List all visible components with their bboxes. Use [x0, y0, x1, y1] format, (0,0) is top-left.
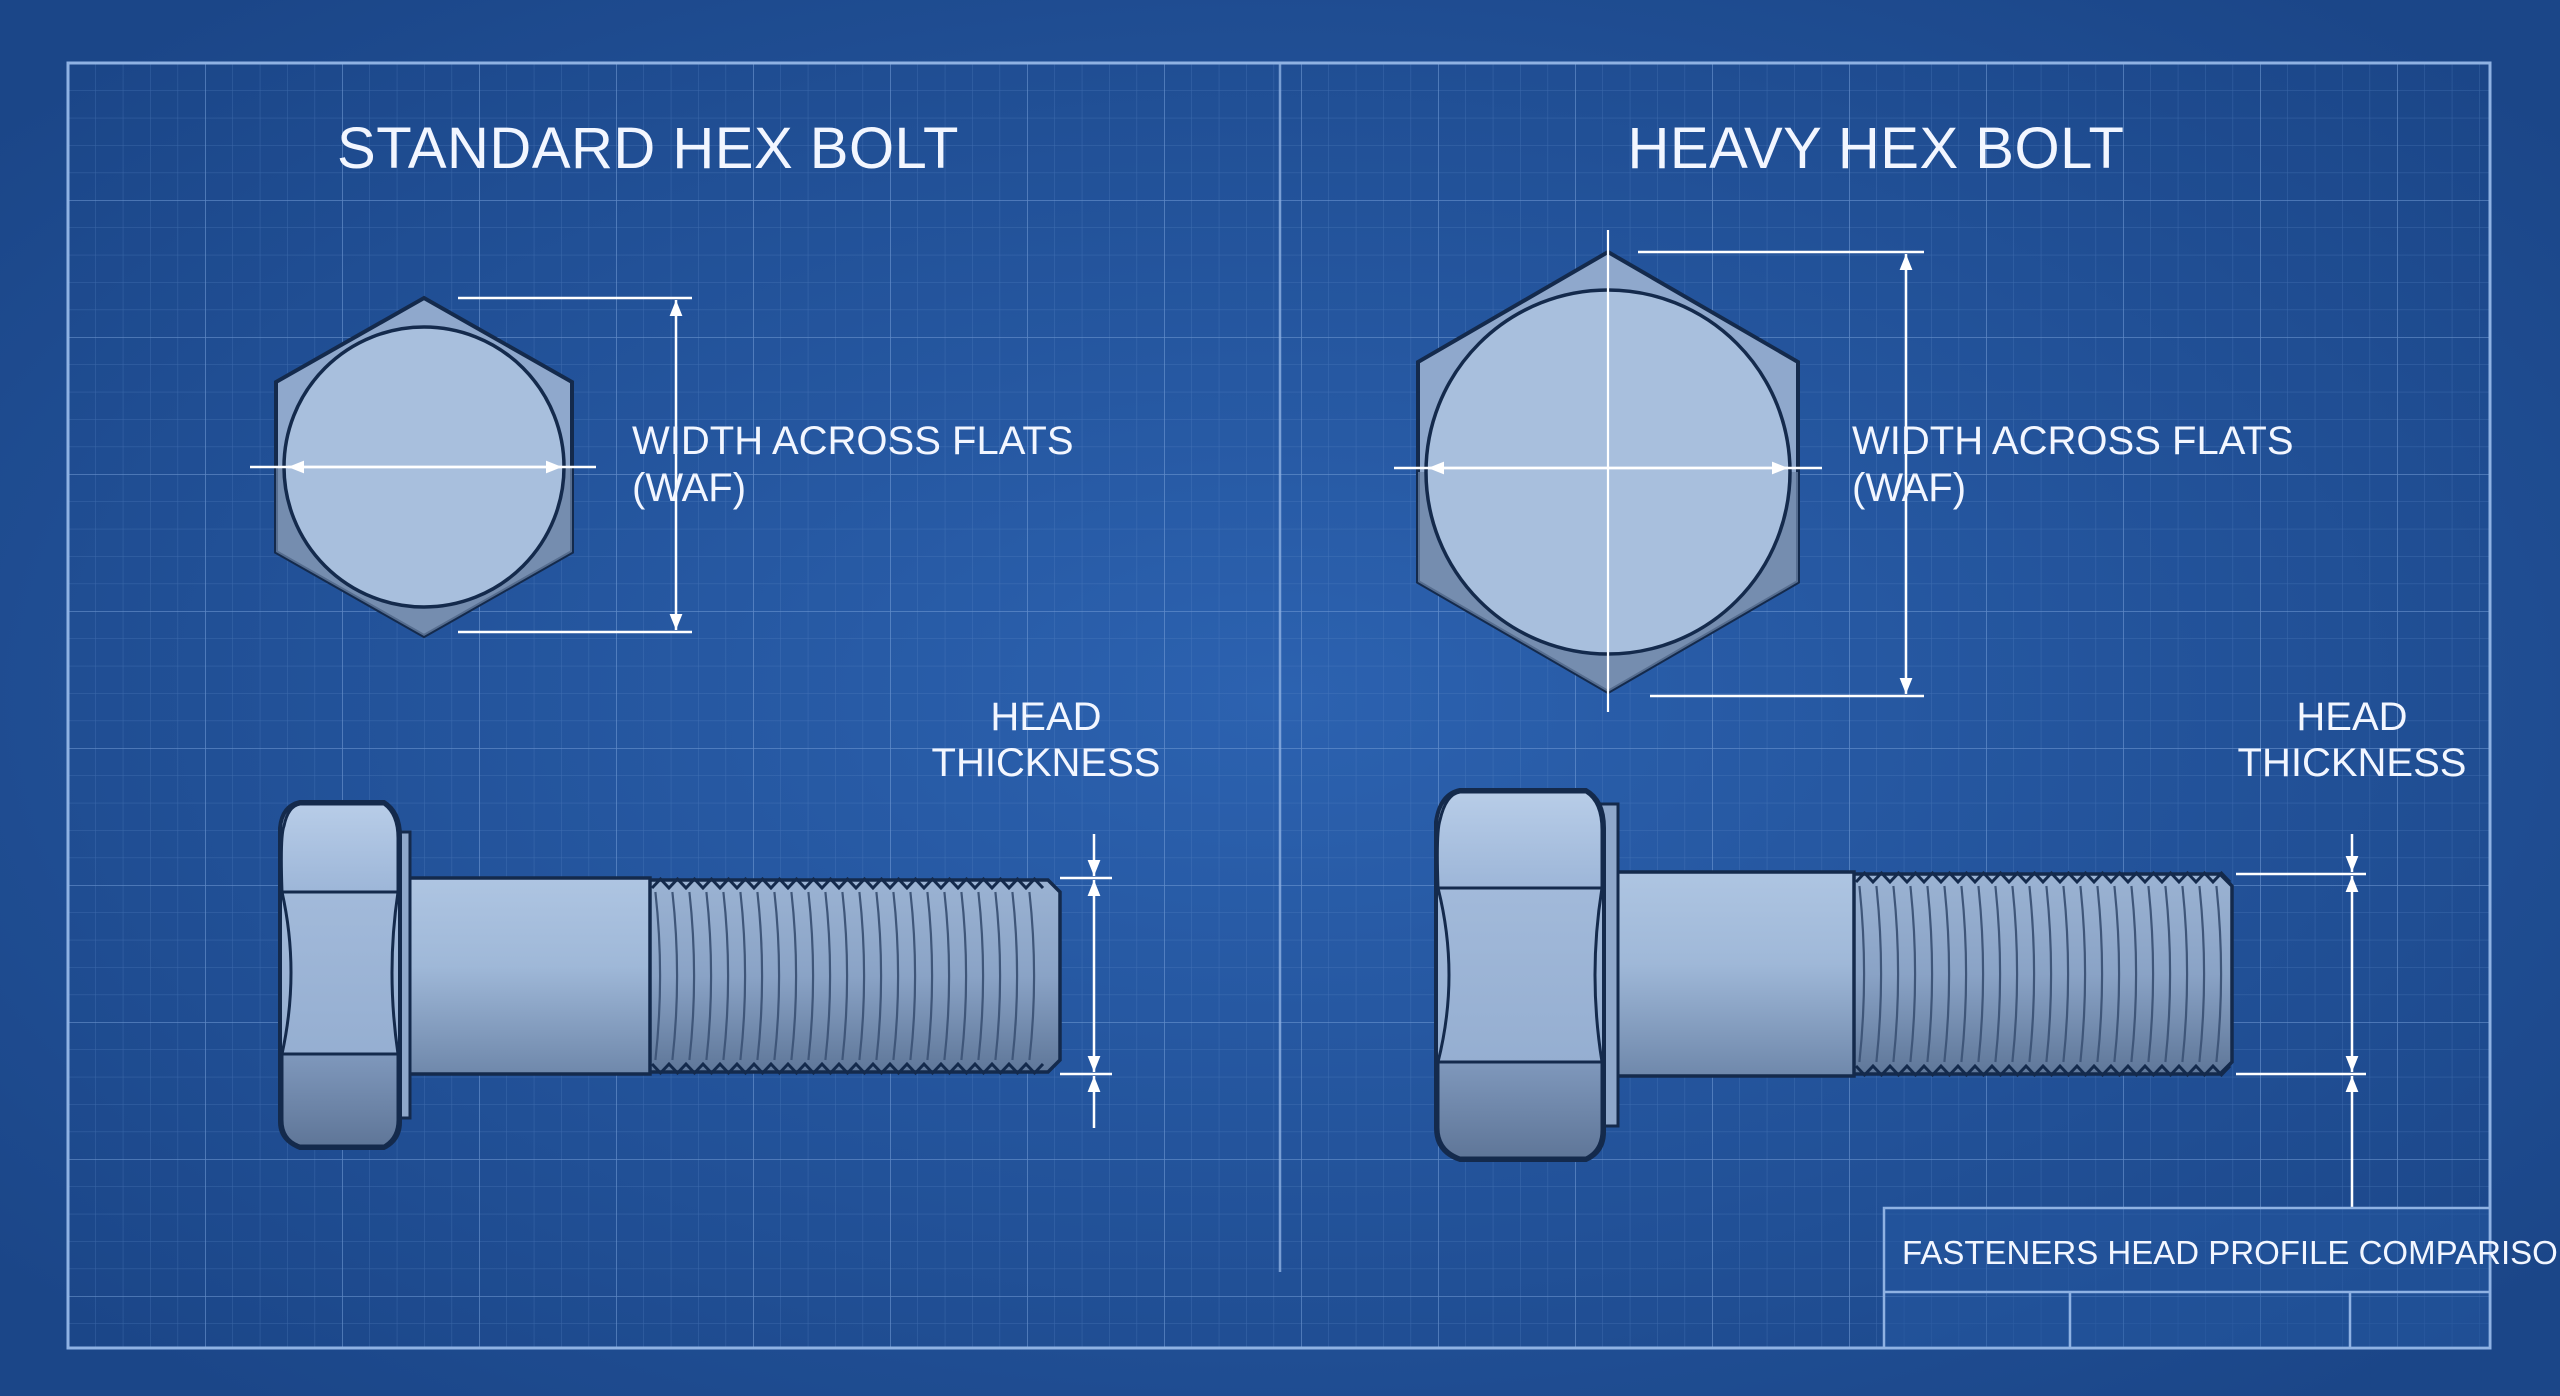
standard-waf-label-line2: (WAF) — [632, 466, 746, 510]
thread-crest — [688, 891, 696, 1061]
thread-crest — [807, 891, 815, 1061]
thread-crest — [790, 891, 798, 1061]
standard-bolt-head-bottom-face — [280, 1052, 400, 1148]
standard-head-thickness-label-line1: HEAD — [990, 695, 1101, 739]
standard-bolt-thread — [632, 876, 1062, 1076]
thread-crest — [943, 891, 951, 1061]
right-panel-title: HEAVY HEX BOLT — [1628, 116, 2125, 181]
thread-crest — [977, 891, 985, 1061]
thread-crest — [2164, 885, 2172, 1063]
thread-crest — [875, 891, 883, 1061]
thread-crest — [994, 891, 1002, 1061]
standard-waf-label-line1: WIDTH ACROSS FLATS — [632, 419, 1074, 463]
title-block: FASTENERS HEAD PROFILE COMPARISON — [1882, 1206, 2560, 1350]
thread-crest — [1994, 885, 2002, 1063]
thread-crest — [2215, 885, 2223, 1063]
thread-crest — [2113, 885, 2121, 1063]
heavy-bolt-head-bottom-face — [1436, 1060, 1604, 1160]
heavy-head-thickness-label-line2: THICKNESS — [2238, 741, 2467, 785]
thread-crest — [2198, 885, 2206, 1063]
standard-bolt-head-top-face — [279, 802, 400, 894]
heavy-bolt-side-view — [1434, 788, 2234, 1162]
standard-bolt-head-chamfer — [280, 891, 400, 1055]
thread-crest — [756, 891, 764, 1061]
thread-crest — [2079, 885, 2087, 1063]
thread-crest — [1892, 885, 1900, 1063]
title-block-caption: FASTENERS HEAD PROFILE COMPARISON — [1902, 1234, 2560, 1271]
thread-crest — [2130, 885, 2138, 1063]
right-panel: HEAVY HEX BOLT WIDTH ACROSS FLATS (WAF) — [1394, 116, 2466, 1208]
thread-crest — [1011, 891, 1019, 1061]
thread-crest — [824, 891, 832, 1061]
thread-crest — [1909, 885, 1917, 1063]
thread-crest — [926, 891, 934, 1061]
thread-crest — [892, 891, 900, 1061]
left-panel-title: STANDARD HEX BOLT — [337, 116, 959, 181]
thread-crest — [2028, 885, 2036, 1063]
thread-crest — [1960, 885, 1968, 1063]
thread-crest — [2011, 885, 2019, 1063]
thread-crest — [773, 891, 781, 1061]
thread-crest — [1943, 885, 1951, 1063]
heavy-bolt-head-top-face — [1435, 790, 1604, 890]
thread-crest — [705, 891, 713, 1061]
standard-bolt-shank — [402, 876, 652, 1076]
thread-crest — [2181, 885, 2189, 1063]
heavy-bolt-shank — [1612, 870, 1856, 1078]
thread-crest — [671, 891, 679, 1061]
thread-crest — [841, 891, 849, 1061]
thread-crest — [2062, 885, 2070, 1063]
thread-crest — [858, 891, 866, 1061]
thread-crest — [1875, 885, 1883, 1063]
standard-head-thickness-label-line2: THICKNESS — [932, 741, 1161, 785]
heavy-waf-label-line2: (WAF) — [1852, 466, 1966, 510]
title-block-frame — [1882, 1206, 2492, 1350]
heavy-bolt-head-chamfer — [1436, 887, 1604, 1063]
thread-crest — [1977, 885, 1985, 1063]
thread-crest — [2147, 885, 2155, 1063]
thread-crest — [1028, 891, 1036, 1061]
heavy-waf-label-line1: WIDTH ACROSS FLATS — [1852, 419, 2294, 463]
thread-crest — [2096, 885, 2104, 1063]
standard-bolt-side-view — [278, 800, 1062, 1150]
heavy-bolt-thread — [1834, 870, 2234, 1078]
thread-crest — [2045, 885, 2053, 1063]
left-panel: STANDARD HEX BOLT WIDTH ACROSS FLATS (WA… — [250, 116, 1161, 1150]
thread-crest — [960, 891, 968, 1061]
heavy-head-thickness-label-line1: HEAD — [2296, 695, 2407, 739]
thread-crest — [1926, 885, 1934, 1063]
thread-crest — [1858, 885, 1866, 1063]
thread-crest — [722, 891, 730, 1061]
thread-crest — [739, 891, 747, 1061]
thread-crest — [654, 891, 662, 1061]
thread-crest — [909, 891, 917, 1061]
